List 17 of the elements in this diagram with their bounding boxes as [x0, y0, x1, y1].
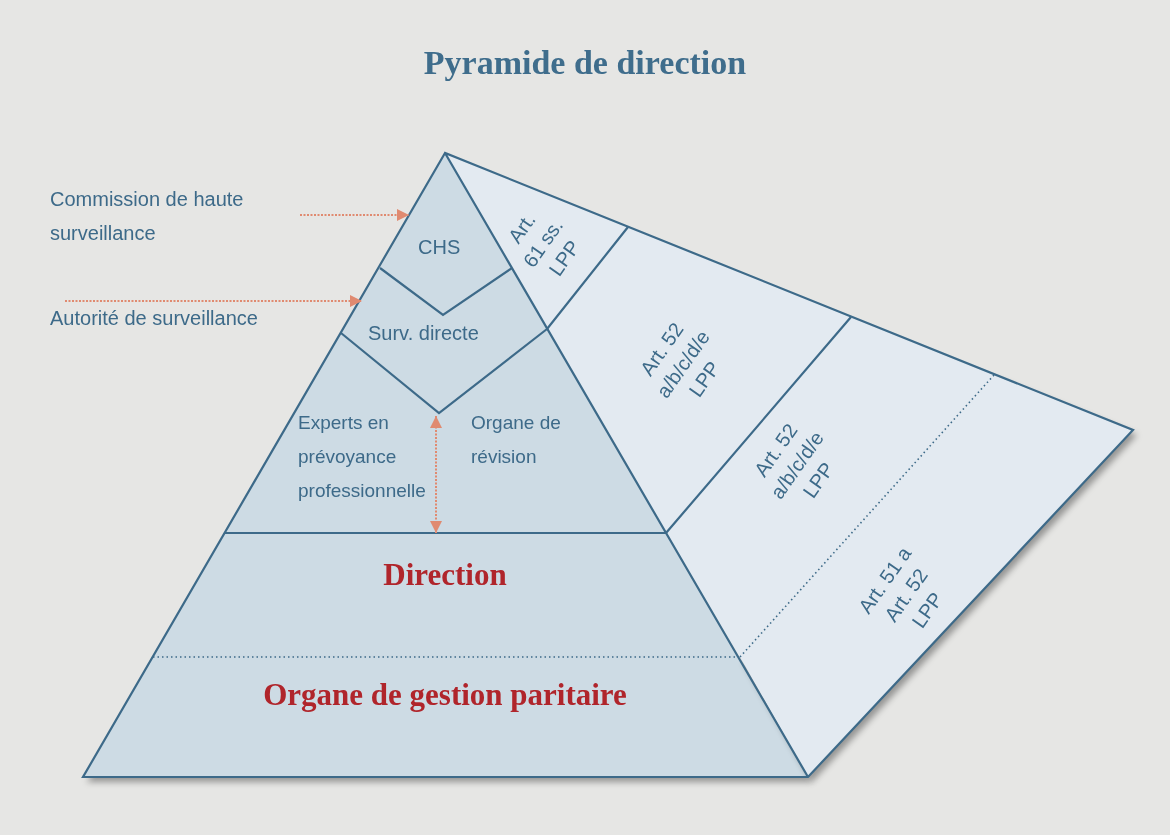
section-title: Organe de gestion paritaire — [263, 676, 627, 714]
arrow — [430, 415, 442, 534]
pyramid-section — [740, 375, 1133, 777]
pyramid-section — [153, 533, 738, 657]
annotation-text: Experts en prévoyance professionnelle — [298, 406, 432, 508]
diagram-title: Pyramide de direction — [422, 44, 748, 82]
annotation-text: Organe de révision — [471, 406, 571, 474]
pyramid-section — [83, 657, 808, 777]
annotation-text: Commission de haute surveillance — [50, 182, 300, 250]
arrow — [299, 209, 410, 221]
section-label: CHS — [418, 235, 462, 260]
section-title: Direction — [383, 556, 507, 594]
annotation-text: Autorité de surveillance — [50, 301, 320, 335]
arrow — [64, 295, 363, 307]
pyramid-section — [380, 153, 512, 315]
pyramid-section — [341, 268, 547, 413]
section-label: Surv. directe — [368, 321, 480, 346]
